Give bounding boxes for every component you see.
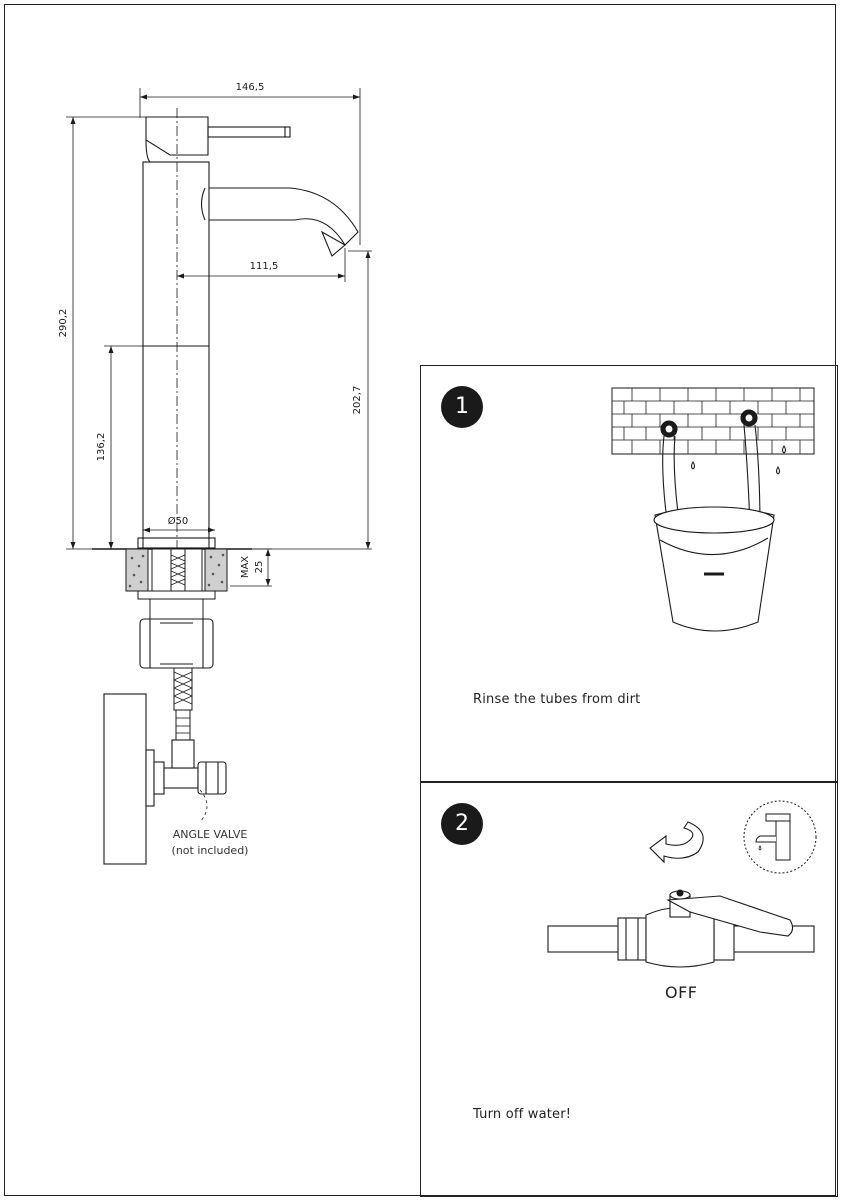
mounting-nut (139, 618, 214, 669)
step-1-badge: 1 (441, 386, 483, 428)
step-2-text: Turn off water! (473, 1107, 572, 1122)
angle-valve-label: ANGLE VALVE (173, 828, 248, 841)
dim-max-label: MAX (240, 556, 251, 578)
dim-spout-reach: 111,5 (250, 261, 279, 272)
step-1-panel (420, 365, 838, 783)
dim-max-value: 25 (254, 561, 265, 574)
braided-hose (173, 667, 193, 741)
dim-spout-height: 202,7 (352, 386, 363, 415)
dim-overall-height: 290,2 (58, 309, 69, 338)
valve-state-label: OFF (665, 983, 698, 1002)
angle-valve (145, 739, 227, 807)
angle-valve-sublabel: (not included) (172, 844, 249, 857)
dim-overall-width: 146,5 (236, 82, 265, 93)
step-2-panel (420, 781, 838, 1197)
dim-lower-body-height: 136,2 (96, 433, 107, 462)
step-1-text: Rinse the tubes from dirt (473, 692, 641, 707)
countertop-section (125, 548, 228, 620)
dim-base-diameter: Ø50 (168, 515, 189, 527)
faucet-spout (209, 187, 359, 246)
faucet-base (137, 537, 216, 549)
faucet-body (142, 161, 210, 549)
faucet-lever (207, 126, 291, 138)
step-2-badge: 2 (441, 803, 483, 845)
faucet-handle-block (145, 116, 209, 156)
wall-section (103, 693, 147, 865)
